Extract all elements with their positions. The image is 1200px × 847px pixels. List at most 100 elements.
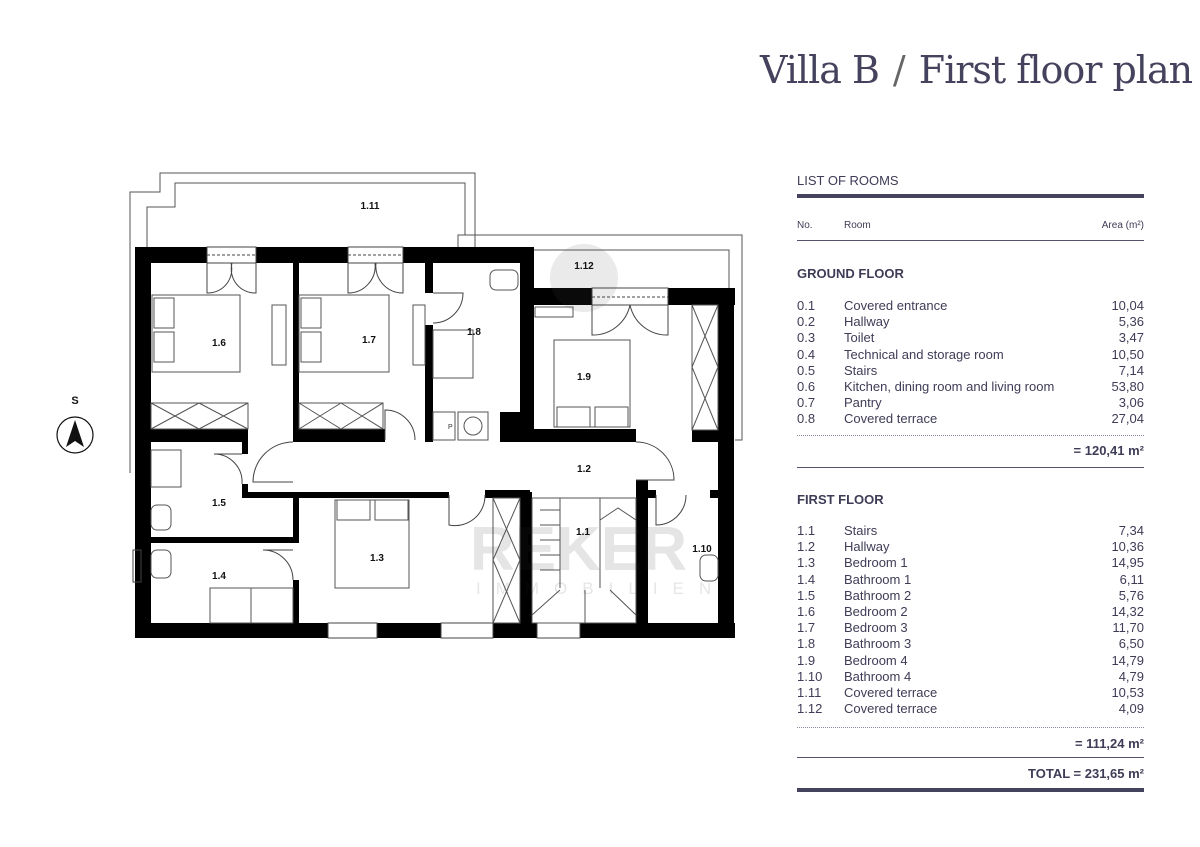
room-label: 1.1 <box>576 527 590 538</box>
room-area: 53,80 <box>1111 379 1144 394</box>
room-area: 4,09 <box>1118 701 1144 717</box>
room-label: 1.8 <box>467 327 481 338</box>
room-name: Technical and storage room <box>844 346 1004 362</box>
room-name: Stairs <box>844 523 878 538</box>
room-name: Bedroom 2 <box>844 604 908 619</box>
room-name: Pantry <box>844 395 882 411</box>
divider <box>797 435 1144 436</box>
room-row: 0.5 Stairs 7,14 <box>797 363 1144 379</box>
room-name: Kitchen, dining room and living room <box>844 379 1055 394</box>
room-name: Covered terrace <box>844 685 938 700</box>
room-number: 0.5 <box>797 362 816 378</box>
room-area: 3,47 <box>1118 330 1144 346</box>
title-separator: / <box>892 48 906 92</box>
room-name: Bathroom 1 <box>844 571 912 587</box>
room-name: Covered entrance <box>844 298 948 313</box>
room-number: 1.10 <box>797 668 823 684</box>
room-number: 1.12 <box>797 701 823 717</box>
watermark-logo: REKER IMMOBILIEN <box>470 244 711 598</box>
room-label: 1.10 <box>692 544 712 555</box>
room-name: Covered terrace <box>844 701 938 717</box>
room-number: 0.7 <box>797 395 816 411</box>
room-name: Hallway <box>844 314 890 330</box>
room-label: 1.6 <box>212 338 226 349</box>
grand-total: TOTAL = 231,65 m² <box>1028 766 1144 781</box>
room-number: 1.1 <box>797 523 816 538</box>
room-row: 0.6 Kitchen, dining room and living room 5… <box>797 379 1144 395</box>
room-number: 1.11 <box>797 685 822 700</box>
divider <box>797 240 1144 241</box>
ground-floor-subtotal: = 120,41 m² <box>1073 443 1144 458</box>
room-number: 0.1 <box>797 298 816 313</box>
room-name: Toilet <box>844 330 875 346</box>
room-area: 11,70 <box>1112 620 1144 636</box>
divider <box>797 788 1144 792</box>
list-heading: LIST OF ROOMS <box>797 173 899 188</box>
room-row: 0.3 Toilet 3,47 <box>797 330 1144 346</box>
room-label: 1.5 <box>212 498 226 509</box>
room-number: 1.7 <box>797 620 816 636</box>
floor-plan: P REKER IMMOBILIEN 1.11 1.12 1.6 1.7 1.8… <box>56 172 743 639</box>
room-number: 0.6 <box>797 379 816 394</box>
room-label: 1.3 <box>370 553 384 564</box>
room-number: 0.4 <box>797 346 816 362</box>
room-label: 1.9 <box>577 372 591 383</box>
col-room-header: Room <box>844 220 871 231</box>
divider <box>797 757 1144 758</box>
room-area: 27,04 <box>1111 411 1144 427</box>
room-name: Bathroom 2 <box>844 587 912 603</box>
compass-label: S <box>71 395 78 407</box>
room-row: 0.1 Covered entrance 10,04 <box>797 298 1144 314</box>
room-number: 1.2 <box>797 539 816 555</box>
room-label: 1.7 <box>362 335 376 346</box>
room-row: 0.7 Pantry 3,06 <box>797 395 1144 411</box>
room-row: 1.12 Covered terrace 4,09 <box>797 701 1144 717</box>
room-label: 1.4 <box>212 571 226 582</box>
room-number: 0.2 <box>797 314 816 330</box>
room-name: Bathroom 4 <box>844 668 912 684</box>
room-name: Covered terrace <box>844 411 938 427</box>
first-floor-title: FIRST FLOOR <box>797 492 884 507</box>
room-row: 0.4 Technical and storage room 10,50 <box>797 347 1144 363</box>
room-number: 1.9 <box>797 652 816 668</box>
room-number: 1.3 <box>797 555 816 571</box>
room-name: Hallway <box>844 539 890 555</box>
room-number: 1.6 <box>797 604 816 619</box>
watermark-brand: REKER <box>470 515 687 584</box>
room-number: 1.4 <box>797 571 816 587</box>
room-area: 14,79 <box>1111 652 1144 668</box>
room-area: 10,50 <box>1111 346 1144 362</box>
room-area: 5,76 <box>1118 587 1144 603</box>
plan-name: First floor plan <box>918 48 1193 92</box>
room-number: 0.3 <box>797 330 816 346</box>
room-area: 10,53 <box>1111 685 1144 700</box>
appliance-label: P <box>448 424 453 431</box>
room-number: 0.8 <box>797 411 816 427</box>
ground-floor-title: GROUND FLOOR <box>797 266 904 281</box>
divider <box>797 194 1144 198</box>
room-row: 1.11 Covered terrace 10,53 <box>797 685 1144 701</box>
col-no-header: No. <box>797 220 813 231</box>
terrace-outlines <box>129 172 743 473</box>
room-area: 10,04 <box>1111 298 1144 313</box>
furniture <box>150 269 719 624</box>
room-row: 0.8 Covered terrace 27,04 <box>797 411 1144 427</box>
divider <box>797 727 1144 728</box>
room-area: 7,14 <box>1118 362 1144 378</box>
room-name: Stairs <box>844 362 878 378</box>
room-area: 6,11 <box>1119 571 1144 587</box>
room-label: 1.11 <box>361 201 380 212</box>
first-floor-subtotal: = 111,24 m² <box>1074 736 1144 751</box>
room-area: 14,95 <box>1111 555 1144 571</box>
room-area: 3,06 <box>1118 395 1144 411</box>
room-label: 1.2 <box>577 464 591 475</box>
room-area: 6,50 <box>1118 636 1144 652</box>
